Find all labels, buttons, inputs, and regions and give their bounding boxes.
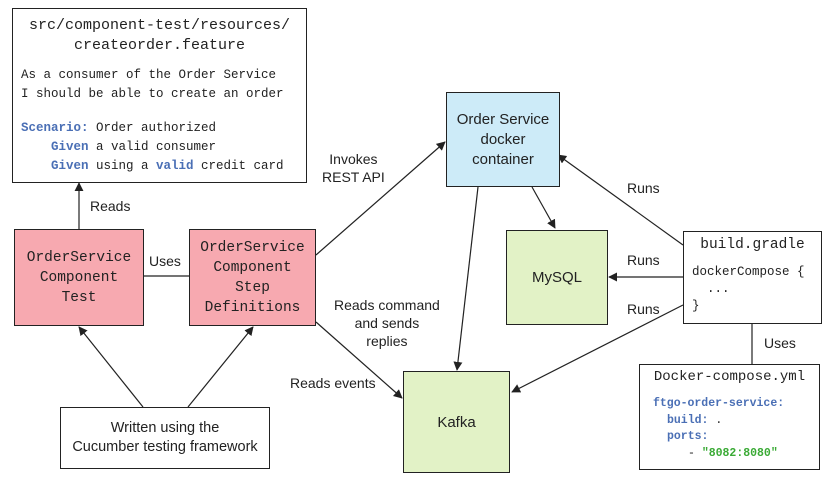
mysql-box: MySQL [506, 230, 608, 325]
feature-path-line2: createorder.feature [73, 37, 246, 54]
step-defs-line2: Component [213, 259, 292, 276]
docker-compose-box: Docker-compose.yml ftgo-order-service: b… [639, 364, 820, 470]
runs-top-label: Runs [627, 180, 660, 196]
scenario-line: Scenario: Order authorized [21, 119, 306, 138]
scenario-keyword: Scenario: [21, 121, 89, 135]
runs-kafka-arrow [511, 304, 684, 393]
compose-service-name: ftgo-order-service: [653, 397, 785, 410]
reads-label: Reads [90, 198, 131, 214]
build-gradle-line3: } [692, 299, 700, 313]
component-test-line3: Test [61, 289, 97, 306]
cucumber-box: Written using the Cucumber testing frame… [60, 407, 270, 469]
uses-left-label: Uses [149, 253, 181, 269]
given-line-1: Given a valid consumer [21, 138, 306, 157]
docker-compose-title: Docker-compose.yml [653, 369, 806, 385]
step-defs-line3: Step [235, 279, 270, 296]
compose-ports-dash: - [688, 446, 702, 460]
runs-order-service-arrow [557, 154, 684, 246]
invokes-arrow [315, 141, 446, 256]
build-gradle-line2: ... [692, 282, 730, 296]
feature-path-line1: src/component-test/resources/ [28, 17, 291, 34]
compose-ports-line: - "8082:8080" [653, 446, 819, 463]
invokes-label: Invokes REST API [322, 150, 385, 186]
step-definitions-box: OrderService Component Step Definitions [189, 229, 316, 326]
compose-build-line: build: . [653, 413, 819, 430]
component-test-box: OrderService Component Test [14, 229, 144, 326]
build-gradle-line1: dockerCompose { [692, 265, 805, 279]
valid-keyword: valid [156, 159, 194, 173]
order-service-box: Order Service docker container [446, 92, 560, 187]
build-gradle-box: build.gradle dockerCompose { ... } [683, 231, 822, 324]
order-service-line2: docker [480, 130, 526, 148]
cucumber-line2: Cucumber testing framework [72, 439, 258, 455]
compose-ports-value: "8082:8080" [701, 446, 778, 460]
cucumber-to-test-arrow [78, 326, 144, 408]
feature-description-line2: I should be able to create an order [21, 87, 284, 101]
uses-right-label: Uses [764, 335, 796, 351]
step-defs-line1: OrderService [200, 239, 305, 256]
given-text-2b: credit card [193, 159, 284, 173]
given-keyword-1: Given [51, 140, 89, 154]
reads-command-line3: replies [366, 333, 408, 349]
cucumber-line1: Written using the [110, 420, 220, 436]
feature-file-box: src/component-test/resources/ createorde… [12, 8, 307, 183]
given-text-2a: using a [88, 159, 157, 173]
feature-description-line1: As a consumer of the Order Service [21, 68, 277, 82]
order-service-kafka-arrow [453, 186, 479, 371]
reads-command-line2: and sends [354, 315, 420, 331]
given-line-2: Given using a valid credit card [21, 157, 306, 176]
component-test-line2: Component [39, 269, 119, 286]
compose-build-value: . [708, 413, 723, 427]
compose-ports-key: ports: [667, 430, 709, 443]
runs-bottom-label: Runs [627, 301, 660, 317]
compose-build-key: build: [667, 413, 709, 427]
reads-command-line1: Reads command [334, 297, 440, 313]
invokes-line2: REST API [322, 169, 385, 185]
step-defs-kafka-arrow [315, 321, 403, 399]
step-defs-line4: Definitions [204, 299, 301, 316]
order-service-line1: Order Service [456, 110, 550, 128]
runs-mid-label: Runs [627, 252, 660, 268]
given-keyword-2: Given [51, 159, 89, 173]
invokes-line1: Invokes [329, 151, 378, 167]
scenario-text: Order authorized [88, 121, 217, 135]
component-test-line1: OrderService [26, 249, 132, 266]
kafka-box: Kafka [403, 371, 510, 473]
given-text-1: a valid consumer [88, 140, 217, 154]
build-gradle-title: build.gradle [700, 237, 805, 253]
reads-events-label: Reads events [290, 375, 376, 391]
mysql-label: MySQL [531, 269, 582, 286]
reads-command-label: Reads command and sends replies [334, 296, 440, 350]
cucumber-to-steps-arrow [187, 326, 254, 408]
order-service-mysql-arrow [531, 186, 556, 229]
kafka-label: Kafka [437, 413, 476, 431]
order-service-line3: container [472, 150, 534, 168]
